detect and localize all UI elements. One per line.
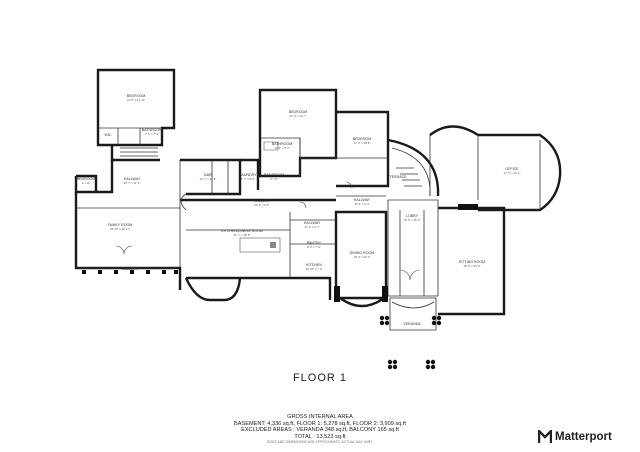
room-dimensions: 10' 7" x 11' 8"	[200, 177, 217, 181]
room-name: KITCHEN	[306, 263, 322, 267]
floor-title: FLOOR 1	[292, 372, 348, 384]
walls	[74, 68, 562, 331]
doors	[115, 181, 421, 281]
room-name: BEDROOM	[77, 177, 96, 181]
room-name: OFFICE	[505, 167, 519, 171]
room-dimensions: 6' 7" x 8' 8"	[241, 177, 255, 181]
room-dimensions: 8' 2" x 7' 9"	[307, 245, 321, 249]
room-dimensions: 17' 7" x 14' 1"	[504, 171, 521, 175]
room-name: SITTING ROOM	[459, 260, 485, 264]
room-dimensions: 36' 7" x 11' 9"	[124, 181, 141, 185]
room-dimensions: 17' 4" x 18' 8"	[354, 141, 371, 145]
plants	[379, 315, 442, 370]
room-name: DINING ROOM	[350, 251, 375, 255]
room-name: GALLERY	[122, 267, 139, 271]
room-name: WIC	[105, 133, 112, 137]
room-name: HALLWAY	[124, 177, 141, 181]
room-dimensions: 18' 3" x 25' 8"	[464, 264, 481, 268]
plant-cluster-left-top	[379, 315, 390, 326]
room-name: LOBBY	[406, 214, 419, 218]
area-excluded: EXCLUDED AREAS : VERANDA 348 sq.ft, BALC…	[241, 427, 399, 434]
room-dimensions: 21' 8" x 21' 11"	[127, 98, 145, 102]
room-dimensions: 17' 3" x 6' 7"	[304, 225, 319, 229]
area-heading: GROSS INTERNAL AREA	[287, 414, 353, 420]
room-name: HALLWAY	[304, 221, 321, 225]
brand: Matterport	[538, 428, 612, 446]
room-name: BATHROOM	[142, 128, 163, 132]
room-dimensions: 6' x 8'	[270, 177, 278, 181]
room-dimensions: 10' 10" x 7' 9"	[306, 267, 323, 271]
room-name: PANTRY	[307, 241, 322, 245]
room-name: FAMILY ROOM	[108, 223, 133, 227]
plant-cluster-right-top	[431, 315, 442, 326]
area-summary: GROSS INTERNAL AREA BASEMENT: 4,336 sq.f…	[0, 414, 640, 445]
room-name: HALLWAY	[354, 198, 371, 202]
room-dimensions: 12' 3" x 5' 2"	[274, 146, 289, 150]
room-name: HALLWAY	[254, 199, 271, 203]
room-name: BEDROOM	[289, 110, 308, 114]
room-name: BEDROOM	[127, 94, 146, 98]
room-dimensions: 15' 6" x 6' 0"	[354, 202, 369, 206]
room-name: VERANDA	[403, 322, 421, 326]
room-dimensions: 21' 3" x 20' 7"	[290, 114, 307, 118]
room-name: KITCHEN/DINING ROOM	[221, 229, 263, 233]
matterport-logo-icon	[538, 430, 552, 443]
plant-cluster-left-bottom	[387, 359, 398, 370]
area-floors: BASEMENT: 4,336 sq.ft, FLOOR 1: 5,278 sq…	[234, 420, 406, 427]
gallery-columns	[82, 270, 178, 274]
room-dimensions: 9' x 11'	[82, 181, 91, 185]
brand-name: Matterport	[555, 431, 612, 443]
room-dimensions: 26' 10" x 20' 11"	[110, 227, 130, 231]
room-dimensions: 18' 4" x 22' 3"	[354, 255, 371, 259]
room-labels: BEDROOM 21' 8" x 21' 11" WIC BATHROOM 7'…	[77, 94, 521, 326]
room-dimensions: 7' 1" x 7' 9"	[145, 132, 159, 136]
room-name: BAR	[204, 173, 212, 177]
room-name: BATHROOM	[272, 142, 293, 146]
area-disclaimer: SIZES AND DIMENSIONS ARE APPROXIMATE, AC…	[266, 440, 374, 445]
room-dimensions: 20' 9" x 6' 5"	[254, 203, 269, 207]
area-total: TOTAL : 13,523 sq.ft	[294, 433, 346, 440]
room-name: TERRACE	[389, 175, 407, 179]
room-dimensions: 31' 7" x 18' 8"	[234, 233, 251, 237]
plant-cluster-right-bottom	[425, 359, 436, 370]
room-name: BATHROOM	[264, 173, 285, 177]
room-name: LAUNDRY	[239, 173, 257, 177]
room-dimensions: 18' 5" x 36' 9"	[404, 218, 421, 222]
room-name: BEDROOM	[353, 137, 372, 141]
